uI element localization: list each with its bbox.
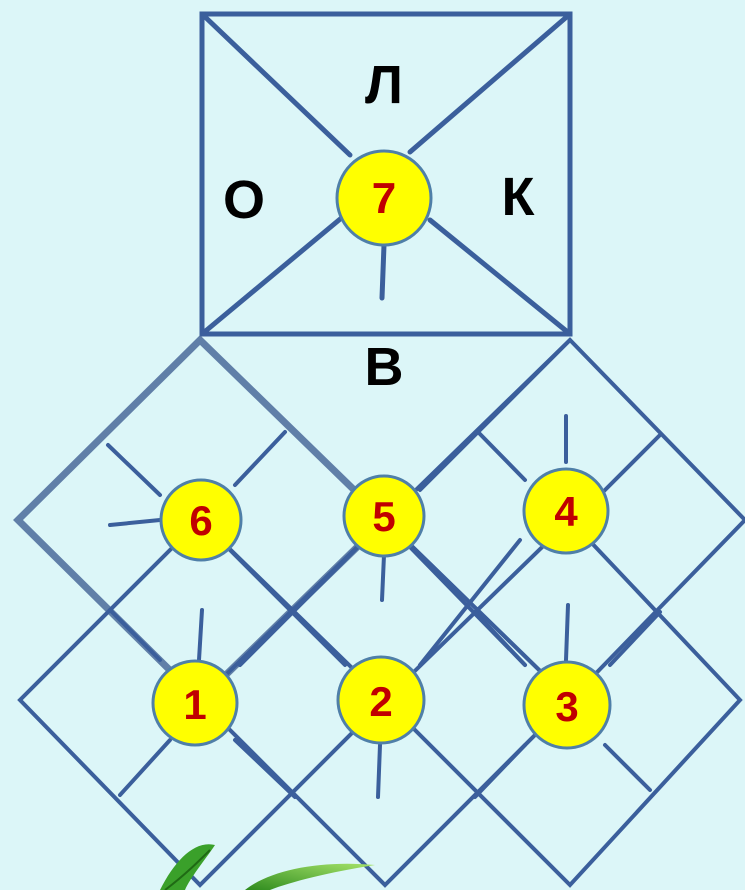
envelope-diagonal-top-right — [407, 11, 573, 155]
grid-line — [238, 543, 362, 667]
envelope-diagonal-bottom-right — [427, 217, 573, 337]
grid-line — [108, 608, 162, 662]
node-circle — [335, 149, 433, 247]
grid-line — [376, 743, 382, 799]
node-3: 3 — [522, 660, 612, 750]
envelope-diagonal-bottom-left — [199, 212, 348, 337]
grid-line — [108, 518, 162, 527]
grid-line — [223, 543, 347, 667]
node-1: 1 — [151, 659, 239, 747]
grid-line — [106, 443, 162, 497]
envelope-diagonal-top-left — [199, 11, 353, 158]
envelope-square — [199, 11, 573, 337]
node-circle — [522, 467, 610, 555]
node-5: 5 — [342, 474, 426, 558]
grid-line — [564, 603, 570, 662]
node-label: 7 — [372, 174, 396, 223]
leaf-icon — [160, 844, 375, 890]
letter-top: Л — [365, 55, 403, 115]
node-label: 1 — [183, 681, 206, 728]
diamond-bottom-right — [382, 517, 743, 888]
grid-line — [473, 743, 527, 799]
node-7: 7 — [335, 149, 433, 247]
grid-line — [418, 538, 522, 667]
letter-left: О — [223, 170, 265, 230]
diamond-bottom-left — [17, 517, 388, 888]
node-label: 6 — [189, 497, 212, 544]
node-label: 4 — [554, 488, 578, 535]
node-circle — [342, 474, 426, 558]
grid-line — [233, 738, 297, 799]
grid-line — [197, 608, 204, 662]
grid-line — [418, 338, 572, 492]
node-4: 4 — [522, 467, 610, 555]
node-label: 2 — [369, 678, 392, 725]
envelope-tick-down — [379, 242, 387, 301]
grid-line — [598, 433, 662, 497]
diamond-bottom-middle — [197, 517, 573, 888]
grid-line — [608, 610, 662, 667]
grid-line — [380, 553, 386, 602]
diamond-grid — [13, 335, 745, 888]
node-label: 5 — [372, 493, 395, 540]
envelope-frame — [199, 11, 573, 337]
node-2: 2 — [336, 655, 426, 745]
node-circle — [151, 659, 239, 747]
grid-line — [476, 430, 527, 482]
letter-right: К — [502, 167, 536, 227]
node-circle — [159, 478, 243, 562]
node-circle — [522, 660, 612, 750]
node-6: 6 — [159, 478, 243, 562]
grid-line — [118, 738, 172, 797]
grid-line — [233, 430, 287, 487]
node-circle — [336, 655, 426, 745]
letter-bottom: В — [365, 337, 404, 397]
grid-line — [603, 743, 652, 792]
node-label: 3 — [555, 683, 578, 730]
